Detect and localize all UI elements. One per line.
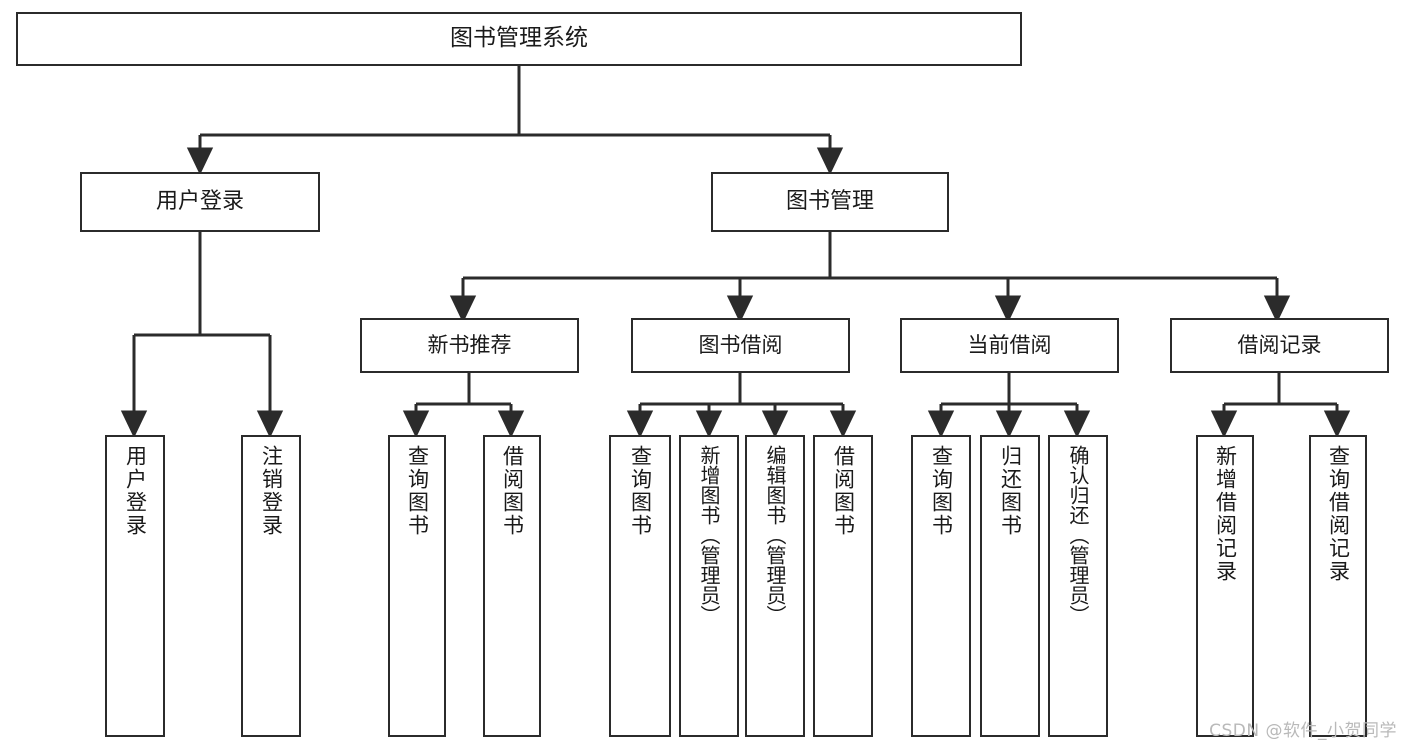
node-leaf-edit-book-admin[interactable]: 编辑图书（管理员） — [745, 435, 805, 737]
node-label: 用户登录 — [155, 189, 244, 215]
node-label: 借阅记录 — [1237, 333, 1322, 358]
connector-group-current-borrow — [927, 373, 1091, 439]
node-label: 新增图书（管理员） — [697, 445, 721, 625]
node-label: 借阅图书 — [500, 445, 525, 537]
connector-group-user-login — [120, 232, 284, 439]
node-leaf-logout-login[interactable]: 注销登录 — [241, 435, 301, 737]
node-leaf-query-book-3[interactable]: 查询图书 — [911, 435, 971, 737]
connector-group-borrow-record — [1210, 373, 1351, 439]
node-label: 当前借阅 — [967, 333, 1052, 358]
node-label: 确认归还（管理员） — [1066, 445, 1090, 625]
node-label: 新增借阅记录 — [1213, 445, 1238, 583]
node-borrow-record[interactable]: 借阅记录 — [1170, 318, 1389, 373]
connector-group-root — [186, 66, 844, 176]
connector-group-new-book-recommend — [402, 373, 525, 439]
node-book-borrow[interactable]: 图书借阅 — [631, 318, 850, 373]
node-label: 图书借阅 — [698, 333, 783, 358]
node-leaf-query-book-2[interactable]: 查询图书 — [609, 435, 671, 737]
node-root-system[interactable]: 图书管理系统 — [16, 12, 1022, 66]
node-label: 查询图书 — [628, 445, 653, 537]
node-leaf-query-borrow-record[interactable]: 查询借阅记录 — [1309, 435, 1367, 737]
node-label: 新书推荐 — [427, 333, 512, 358]
node-label: 查询图书 — [929, 445, 954, 537]
node-leaf-borrow-book-1[interactable]: 借阅图书 — [483, 435, 541, 737]
connector-group-book-borrow — [626, 373, 857, 439]
node-leaf-add-borrow-record[interactable]: 新增借阅记录 — [1196, 435, 1254, 737]
node-leaf-confirm-return-admin[interactable]: 确认归还（管理员） — [1048, 435, 1108, 737]
node-label: 图书管理 — [785, 189, 874, 215]
node-leaf-user-login[interactable]: 用户登录 — [105, 435, 165, 737]
node-label: 归还图书 — [998, 445, 1023, 537]
node-leaf-return-book[interactable]: 归还图书 — [980, 435, 1040, 737]
node-user-login[interactable]: 用户登录 — [80, 172, 320, 232]
node-leaf-borrow-book-2[interactable]: 借阅图书 — [813, 435, 873, 737]
node-label: 编辑图书（管理员） — [763, 445, 787, 625]
node-label: 用户登录 — [123, 445, 148, 537]
node-new-book-recommend[interactable]: 新书推荐 — [360, 318, 579, 373]
node-leaf-add-book-admin[interactable]: 新增图书（管理员） — [679, 435, 739, 737]
connector-group-book-manage — [449, 232, 1291, 324]
node-leaf-query-book-1[interactable]: 查询图书 — [388, 435, 446, 737]
node-label: 图书管理系统 — [450, 25, 588, 52]
node-label: 借阅图书 — [831, 445, 856, 537]
node-current-borrow[interactable]: 当前借阅 — [900, 318, 1119, 373]
node-label: 查询图书 — [405, 445, 430, 537]
node-book-manage[interactable]: 图书管理 — [711, 172, 949, 232]
node-label: 注销登录 — [259, 445, 284, 537]
node-label: 查询借阅记录 — [1326, 445, 1351, 583]
